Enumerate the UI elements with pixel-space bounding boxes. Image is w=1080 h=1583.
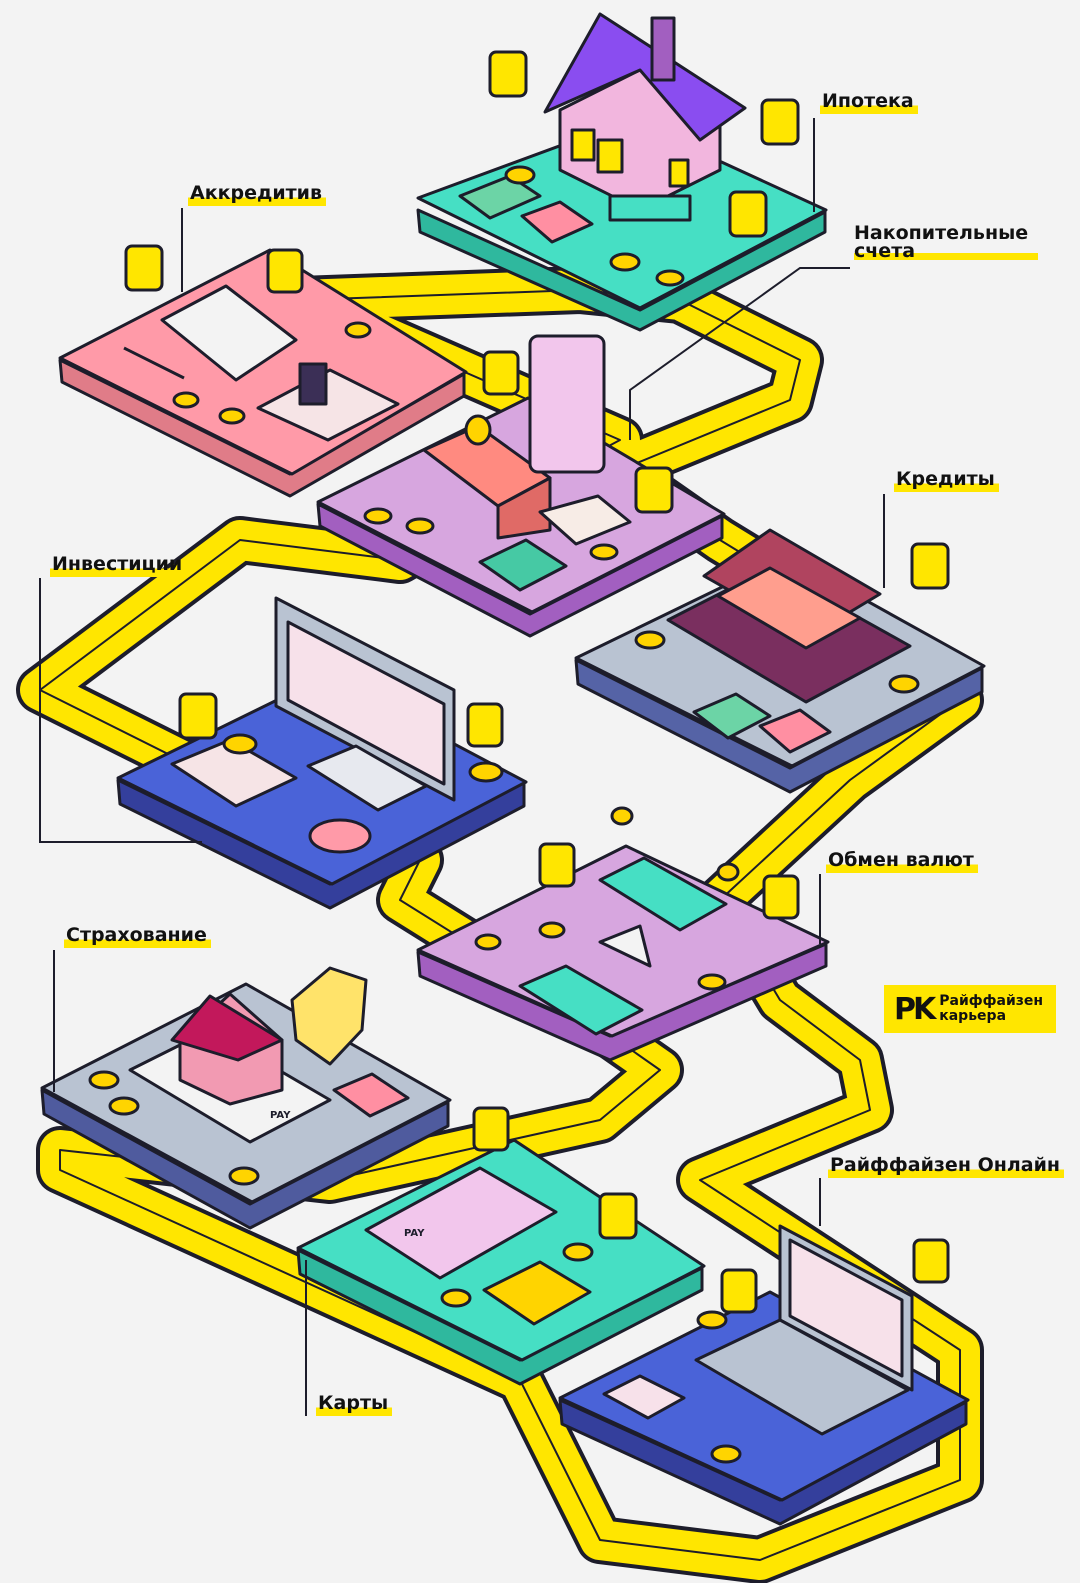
leader-lines — [39, 118, 885, 1416]
logo-line1: Райффайзен — [939, 993, 1044, 1009]
platform-nakopitelnye — [316, 334, 726, 638]
platform-online — [558, 1224, 970, 1526]
label-obmen: Обмен валют — [826, 851, 978, 873]
label-strahovanie: Страхование — [64, 926, 211, 948]
label-karty: Карты — [316, 1394, 393, 1416]
pay-card-text-1: PAY — [270, 1110, 291, 1121]
logo-mark: PK — [894, 991, 936, 1027]
label-raiffeisen-online: Райффайзен Онлайн — [828, 1156, 1065, 1178]
logo-text: Райффайзен карьера — [939, 994, 1043, 1024]
label-nakopitelnye-line1: Накопительные — [854, 222, 1029, 244]
label-nakopitelnye: Накопительные счета — [852, 224, 1043, 263]
label-ipoteka: Ипотека — [820, 92, 918, 114]
label-kredity: Кредиты — [894, 470, 999, 492]
platform-obmen — [416, 806, 830, 1062]
platform-akkreditiv — [58, 244, 468, 498]
platform-strahovanie — [40, 966, 452, 1230]
label-akkreditiv: Аккредитив — [188, 184, 326, 206]
pay-card-text-2: PAY — [404, 1228, 425, 1239]
logo-line2: карьера — [939, 1008, 1007, 1024]
platform-investicii — [116, 596, 528, 910]
platform-karty — [296, 1106, 706, 1386]
raiffeisen-career-logo: PK Райффайзен карьера — [884, 985, 1056, 1033]
platform-ipoteka — [416, 12, 828, 332]
label-investicii: Инвестиции — [50, 555, 187, 577]
label-nakopitelnye-line2: счета — [854, 242, 1038, 261]
platform-kredity — [574, 528, 986, 794]
